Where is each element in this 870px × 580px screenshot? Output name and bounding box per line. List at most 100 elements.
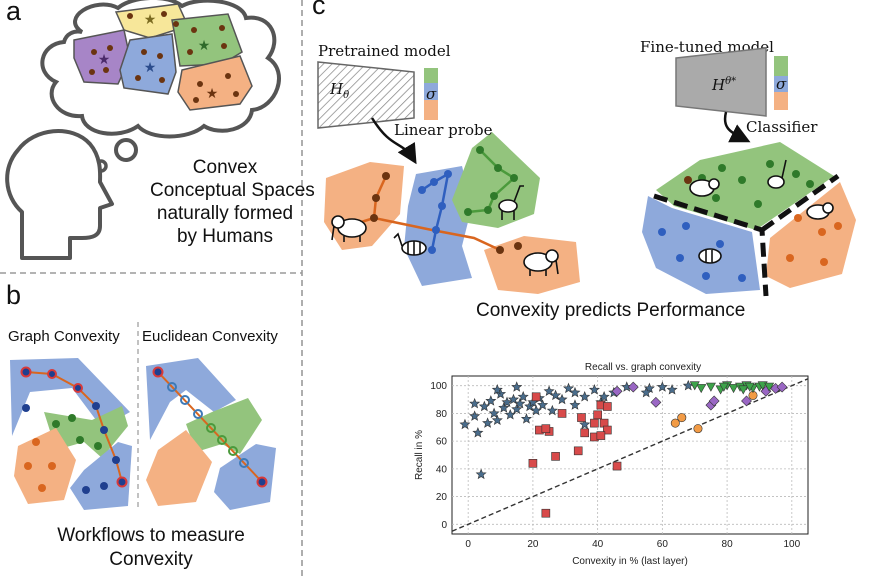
- panel-a-caption-line-4: by Humans: [176, 226, 274, 247]
- linear-probe-arrow: [370, 117, 417, 165]
- predicts-label: Convexity predicts Performance: [476, 300, 746, 321]
- probe-cross-path: [373, 216, 501, 252]
- euclid-line-samples: [167, 382, 249, 468]
- point-star: [501, 396, 513, 408]
- panel-a-illustration: ★ ★ ★ ★ ★: [5, 0, 281, 260]
- point-star: [562, 382, 575, 394]
- probe-green-region: [452, 132, 540, 228]
- x-tick-label: 80: [722, 539, 734, 550]
- probe-green-dots: [464, 146, 518, 216]
- euclid-blue-bottom-region: [214, 444, 276, 510]
- point-star: [569, 386, 581, 398]
- classifier-green-region: [656, 142, 834, 230]
- region-yellow: [114, 3, 190, 39]
- point-star: [656, 381, 668, 392]
- point-square: [528, 459, 538, 468]
- point-star: [520, 413, 532, 424]
- point-star: [598, 390, 610, 402]
- euclid-orange-region: [146, 430, 212, 506]
- point-star: [579, 390, 591, 402]
- point-star: [643, 382, 655, 394]
- point-triangle: [728, 384, 739, 394]
- point-star: [491, 384, 503, 395]
- thought-bubble-large: [114, 138, 138, 162]
- euclidean-convexity-title: Euclidean Convexity: [142, 328, 278, 345]
- finetuned-symbol: Hθ*: [712, 76, 737, 94]
- pretrained-orange-bar: [424, 100, 438, 120]
- point-square: [603, 402, 612, 411]
- point-star: [491, 414, 503, 426]
- svg-text:★: ★: [144, 59, 157, 75]
- point-diamond: [650, 396, 662, 408]
- head-silhouette: [5, 129, 114, 260]
- euclid-line-samples-green: [206, 423, 238, 456]
- point-diamond: [776, 381, 788, 393]
- point-star: [640, 386, 652, 398]
- finetuned-green-bar: [774, 56, 788, 78]
- point-circle: [693, 424, 703, 434]
- euclid-endpoints: [152, 366, 268, 488]
- y-tick-label: 80: [436, 409, 448, 420]
- point-triangle: [718, 382, 729, 392]
- linear-probe-label: Linear probe: [394, 121, 493, 139]
- finetuned-orange-bar: [774, 92, 788, 110]
- svg-text:★: ★: [198, 37, 211, 53]
- classifier-elephant-right-icon: [806, 202, 834, 220]
- region-purple: [73, 29, 131, 85]
- point-circle: [670, 418, 680, 428]
- giraffe-icon: [498, 185, 524, 220]
- panel-a-caption-line-1: Convex: [192, 157, 258, 178]
- point-star: [579, 418, 591, 430]
- graph-orange-region: [14, 428, 76, 504]
- panel-letter-b: b: [6, 280, 22, 310]
- point-triangle: [705, 382, 716, 392]
- region-orange: [177, 55, 253, 111]
- point-star: [514, 397, 526, 409]
- pretrained-sigma: σ: [426, 85, 437, 103]
- point-triangle: [744, 382, 755, 392]
- x-tick-label: 100: [783, 539, 800, 550]
- panel-b-caption-line-1: Workflows to measure: [57, 525, 245, 546]
- boundary-dashed-right: [760, 173, 840, 233]
- y-tick-label: 40: [436, 464, 448, 475]
- y-tick-label: 60: [436, 437, 448, 448]
- point-triangle: [689, 381, 700, 391]
- point-square: [612, 461, 622, 471]
- point-star: [556, 393, 568, 405]
- euclid-green-region: [186, 398, 262, 454]
- classifier-giraffe-icon: [767, 159, 787, 189]
- finetuned-sigma: σ: [776, 75, 787, 93]
- point-diamond: [627, 381, 639, 393]
- pretrained-blue-bar: [424, 83, 438, 105]
- x-tick-label: 20: [527, 539, 539, 550]
- point-triangle: [764, 382, 775, 392]
- y-tick-label: 0: [441, 520, 447, 531]
- point-circle: [677, 413, 687, 423]
- point-square: [590, 418, 599, 428]
- point-triangle: [738, 385, 749, 395]
- pretrained-model-label: Pretrained model: [318, 42, 451, 60]
- point-star: [475, 468, 487, 480]
- classifier-label: Classifier: [746, 118, 818, 136]
- zebra-icon: [393, 232, 427, 256]
- point-square: [593, 410, 602, 420]
- panel-b-caption-line-2: Convexity: [109, 549, 193, 570]
- graph-orange-dots: [24, 438, 56, 492]
- panel-c-illustration: [317, 47, 856, 297]
- chart-points: [459, 379, 788, 518]
- svg-text:★: ★: [206, 85, 219, 101]
- point-star: [507, 393, 520, 405]
- point-star: [569, 399, 581, 410]
- y-tick-label: 20: [436, 492, 448, 503]
- cloud-stars: ★ ★ ★ ★ ★: [98, 11, 219, 101]
- point-star: [511, 381, 523, 392]
- classifier-elephant-icon: [689, 178, 720, 197]
- pretrained-symbol: Hθ: [330, 80, 350, 101]
- classifier-zebra-icon: [698, 248, 722, 264]
- probe-orange-left-region: [324, 162, 404, 250]
- x-tick-label: 60: [657, 539, 669, 550]
- panel-a-caption-line-2: Conceptual Spaces: [150, 180, 315, 201]
- point-square: [577, 413, 586, 422]
